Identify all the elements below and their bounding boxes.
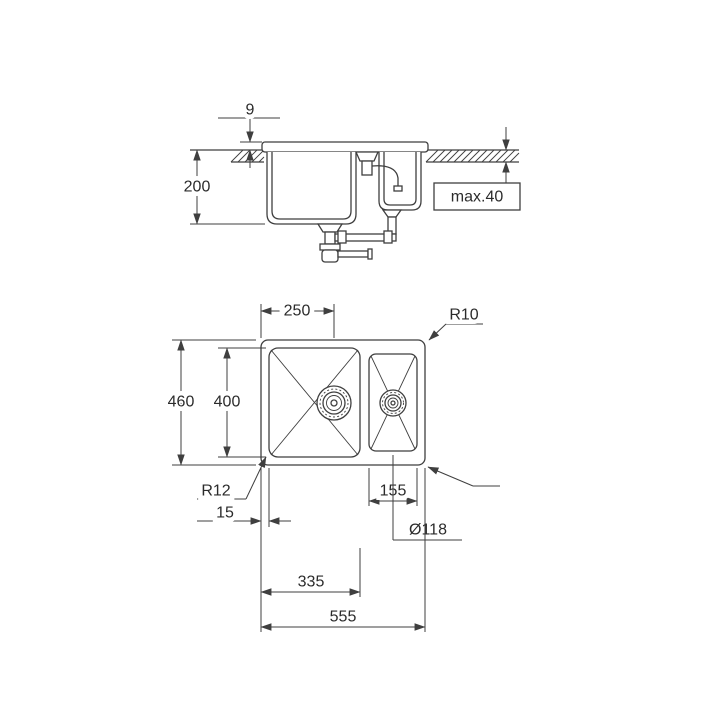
drain-assembly [316,209,403,263]
trap-outlet-cap [367,248,373,260]
tap-base-nut [354,151,380,162]
dim-drain-offset: 250 [260,298,335,338]
tap-spout [371,165,399,186]
label-corner-r10: R10 [449,307,478,324]
worktop-thickness-box [433,182,521,211]
sink-rim-section [261,141,429,153]
pipe-nut-right [383,230,393,244]
plan-drain-large [316,385,352,421]
drain-flange-large [316,223,344,233]
dim-overall-width-extensions [260,468,426,632]
label-drain-offset: 250 [284,303,311,320]
label-drain-diameter: Ø118 [409,522,447,539]
drain-nut-large [319,243,341,251]
drain-trap [321,249,339,263]
drain-small-outer-ring [379,389,407,417]
drain-small-inner-ring [387,397,399,409]
plan-drain-small [379,389,407,417]
bowl-large-outer-wall [266,152,357,225]
label-corner-r12: R12 [201,483,230,500]
label-bowl-inner-depth: 400 [214,394,241,411]
dim-overall-depth-extensions [172,339,256,466]
drain-pipe-large [324,231,336,245]
drain-large-outer-ring [316,385,352,421]
dim-r6-leader [427,466,474,487]
mixer-tap [354,151,403,192]
dim-overall-depth: 460 [163,339,256,466]
worktop-hatch-right [425,149,520,163]
dim-r12-leader [245,456,267,500]
plan-view: 250 R10 460 400 R12 15 [163,298,500,632]
label-worktop-thickness: max.40 [451,189,504,206]
label-overall-depth: 460 [168,394,195,411]
dim-corner-r6 [427,466,500,487]
drain-large-center [330,399,338,407]
dim-drain2-offset: 335 [260,548,361,597]
drain-large-inner-ring [326,395,342,411]
label-rim-width: 15 [216,505,234,522]
label-overall-width: 555 [330,609,357,626]
label-drain2-offset: 335 [298,574,325,591]
bowl-small-inner-wall [383,152,417,206]
tap-spout-end [393,185,403,192]
dim-corner-r12: R12 [197,456,267,504]
drain-large-mid-ring [322,391,346,415]
dim-rim-height-shelf [218,117,280,143]
dim-corner-r10: R10 [428,302,483,341]
trap-outlet-pipe [337,250,369,258]
worktop-hatch-left [230,149,265,163]
drain-small-mid-ring [384,394,402,412]
pipe-nut-left [337,230,347,244]
side-view: 9 200 max.40 [179,97,521,263]
bowl-small-outer-wall [378,152,422,211]
label-bowl-depth: 200 [184,179,211,196]
drain-pipe-horizontal [334,233,397,242]
dim-worktop-thickness: max.40 [433,127,521,211]
plan-bowl-large-diagonals [270,349,359,456]
plan-bowl-small [368,353,418,452]
label-rim-height: 9 [246,102,255,119]
bowl-large-inner-wall [271,152,352,220]
dim-bowl-inner-depth: 400 [209,347,266,458]
tap-body [361,160,373,176]
dim-r10-leader [428,323,447,341]
plan-bowl-large [268,347,361,458]
drain-large-knurl-ring [319,388,349,418]
drain-flange-small [381,209,403,218]
drain-small-center [390,400,396,406]
drain-small-knurl-ring [382,392,404,414]
